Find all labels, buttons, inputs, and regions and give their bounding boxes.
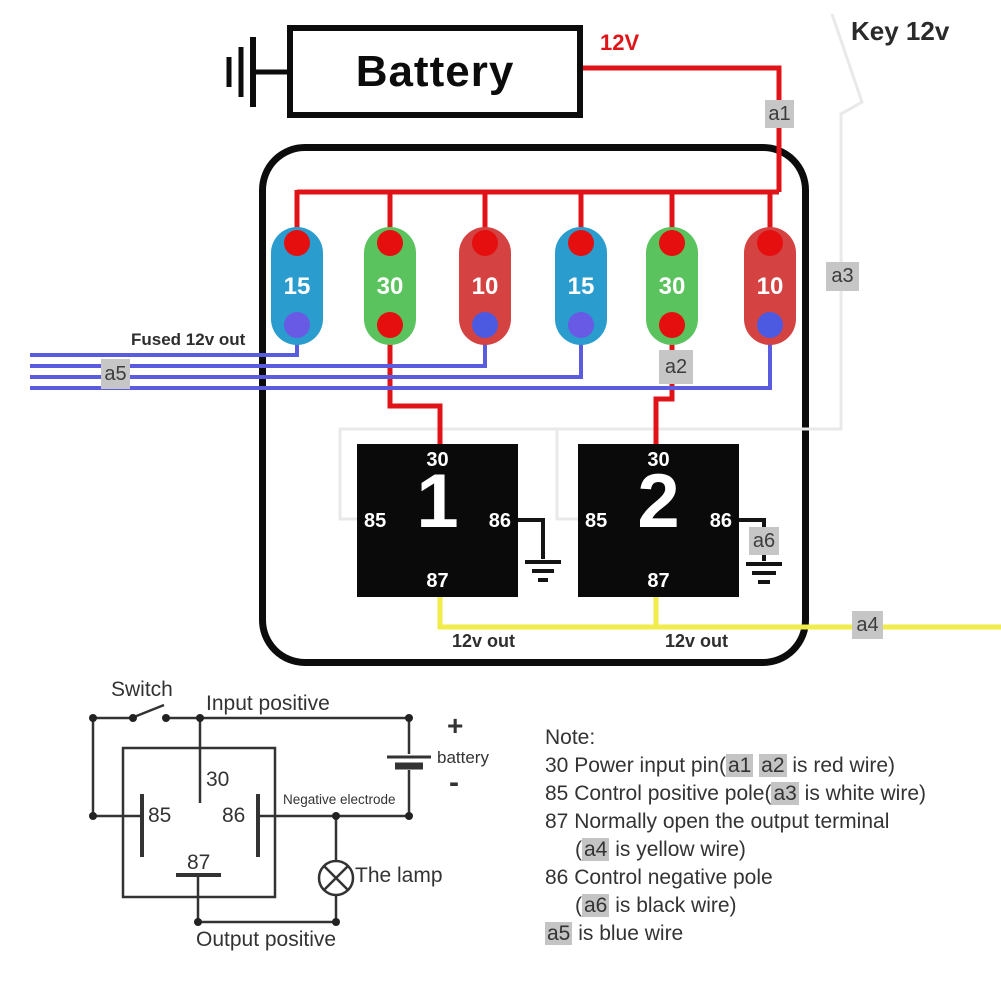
schematic-plus-sign: +: [447, 710, 464, 741]
fuse-top-contact: [284, 230, 310, 256]
relay-pin-30: 30: [647, 449, 670, 471]
wire-tag-a1: a1: [765, 100, 794, 128]
note-line: 30 Power input pin(a1 a2 is red wire): [545, 754, 896, 777]
wire-black-relay1-ground: [517, 518, 561, 582]
wire-white-a3: [338, 13, 864, 521]
wire-tag-a2: a2: [659, 350, 693, 384]
relay1-12v-out-label: 12v out: [452, 631, 516, 651]
fuse-rating: 10: [756, 273, 784, 300]
wire-blue-a5: [30, 340, 772, 390]
fuse-bottom-contact: [472, 312, 498, 338]
fuse-bottom-contact: [757, 312, 783, 338]
schematic-pin-86-label: 86: [222, 804, 246, 827]
fuse-rating: 10: [471, 273, 499, 300]
wire-tag-a4: a4: [852, 611, 883, 639]
schematic-pin-85-label: 85: [148, 804, 172, 827]
note-line: 85 Control positive pole(a3 is white wir…: [545, 782, 927, 805]
battery-label: Battery: [355, 46, 515, 96]
note-line: a5 is blue wire: [545, 922, 684, 945]
wire-tag-a3: a3: [826, 262, 859, 291]
schematic-output-positive-label: Output positive: [196, 928, 337, 951]
fuse-1: 15: [271, 227, 323, 345]
relay-schematic-junction-dots: [89, 714, 413, 926]
note-line: (a6 is black wire): [575, 894, 737, 917]
fuse-bottom-contact: [568, 312, 594, 338]
relay-pin-30: 30: [426, 449, 449, 471]
fuse-rating: 30: [658, 273, 686, 300]
fuse-rating: 15: [283, 273, 311, 300]
relay-pin-86: 86: [709, 510, 732, 532]
relay-pin-87: 87: [647, 570, 670, 592]
relay-number: 2: [637, 459, 680, 544]
fuse-6: 10: [744, 227, 796, 345]
note-line: (a4 is yellow wire): [575, 838, 746, 861]
fuse-3: 10: [459, 227, 511, 345]
schematic-switch-label: Switch: [111, 678, 173, 701]
wire-white-a3-branch: [555, 429, 579, 521]
relay-pin-86: 86: [488, 510, 511, 532]
schematic-pin-30-label: 30: [206, 768, 230, 791]
relay-pin-85: 85: [585, 510, 608, 532]
battery-ground-icon: [226, 37, 287, 107]
fuse-5: 30: [646, 227, 698, 345]
fuse-top-contact: [659, 230, 685, 256]
wire-red-a1: [294, 65, 782, 236]
note-block: Note: 30 Power input pin(a1 a2 is red wi…: [545, 724, 985, 948]
wire-tag-a6: a6: [749, 527, 779, 555]
fuse-rating: 15: [567, 273, 595, 300]
fuse-top-contact: [757, 230, 783, 256]
fuse-box-outline: [259, 144, 809, 666]
fuse-4: 15: [555, 227, 607, 345]
note-line: 86 Control negative pole: [545, 866, 773, 889]
fuse-bottom-contact: [659, 312, 685, 338]
fused-12v-out-label: Fused 12v out: [131, 330, 246, 349]
relay-2: 30 2 85 86 87: [578, 444, 739, 597]
battery-box: Battery: [287, 25, 583, 118]
relay-pin-85: 85: [364, 510, 387, 532]
relay-1: 30 1 85 86 87: [357, 444, 518, 597]
fuse-bottom-contact: [284, 312, 310, 338]
wire-tag-a5: a5: [101, 359, 130, 389]
schematic-input-positive-label: Input positive: [206, 692, 330, 715]
note-line: 87 Normally open the output terminal: [545, 810, 890, 833]
fuse-2: 30: [364, 227, 416, 345]
note-lines: 30 Power input pin(a1 a2 is red wire) 85 …: [545, 752, 985, 948]
fuse-bottom-contact: [377, 312, 403, 338]
relay2-12v-out-label: 12v out: [665, 631, 729, 651]
fuse-top-contact: [472, 230, 498, 256]
wire-yellow-a4: [437, 596, 1001, 630]
fuse-top-contact: [377, 230, 403, 256]
fuse-rating: 30: [376, 273, 404, 300]
schematic-lamp-label: The lamp: [355, 864, 443, 887]
key-12v-label: Key 12v: [851, 16, 950, 46]
fuse-top-contact: [568, 230, 594, 256]
schematic-battery-label: battery: [437, 748, 489, 767]
relay-number: 1: [416, 459, 459, 544]
schematic-negative-electrode-label: Negative electrode: [283, 792, 396, 807]
schematic-minus-sign: -: [449, 766, 459, 799]
note-heading: Note:: [545, 726, 596, 749]
schematic-pin-87-label: 87: [187, 851, 211, 874]
relay-schematic-lines: [91, 703, 431, 924]
relay-pin-87: 87: [426, 570, 449, 592]
battery-voltage-label: 12V: [600, 30, 640, 55]
